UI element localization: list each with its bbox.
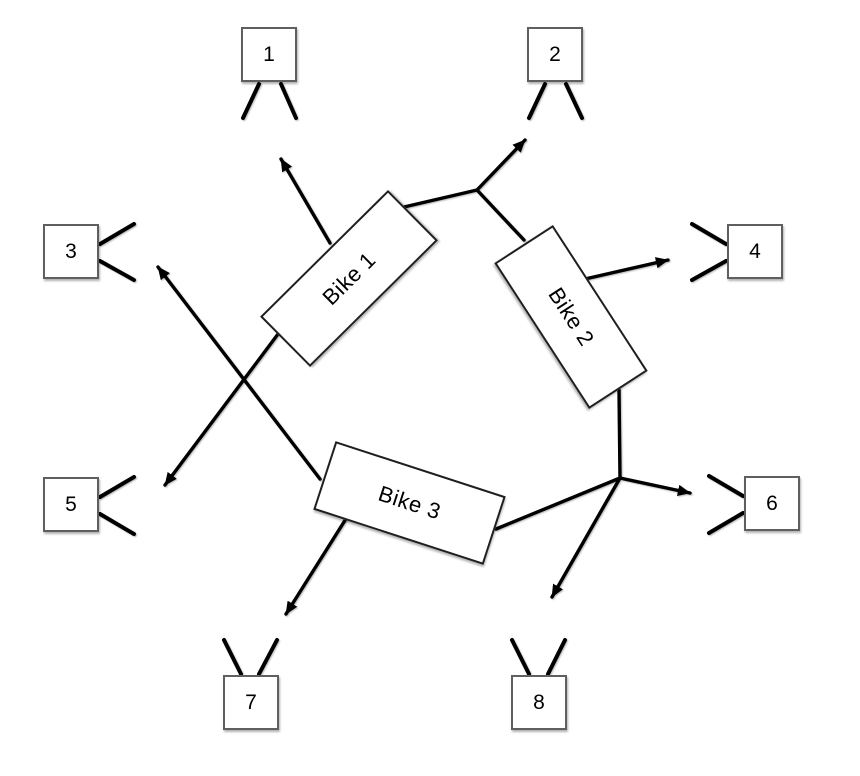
arrow-junction-to-cam6 (618, 476, 692, 497)
camera-1-legs-icon (241, 82, 298, 120)
arrow-bike2-to-cam4 (583, 257, 670, 281)
camera-label: 1 (263, 43, 275, 66)
camera-label: 2 (549, 43, 561, 66)
arrow-junction-to-cam8 (550, 476, 622, 599)
camera-5-legs-icon (98, 475, 136, 536)
camera-label: 5 (65, 493, 77, 516)
camera-node-5: 5 (43, 477, 99, 532)
camera-8-legs-icon (510, 638, 567, 676)
camera-node-1: 1 (241, 27, 297, 82)
camera-label: 4 (749, 240, 761, 263)
arrow-bike1-to-cam5 (163, 332, 280, 487)
camera-node-7: 7 (223, 675, 279, 730)
camera-7-legs-icon (222, 638, 279, 676)
camera-label: 6 (766, 492, 778, 515)
arrow-bike2-down-stem (617, 388, 622, 480)
camera-2-legs-icon (527, 82, 584, 120)
arrow-bike2-merge-to-cam2 (475, 188, 526, 242)
camera-label: 3 (65, 240, 77, 263)
arrow-bike3-to-cam3 (156, 265, 322, 481)
camera-6-legs-icon (707, 474, 745, 535)
camera-label: 8 (533, 691, 545, 714)
bike-label: Bike 3 (375, 480, 445, 525)
arrow-bike1-to-cam1 (279, 157, 332, 245)
arrow-bike3-merge-to-cam6 (494, 476, 622, 531)
camera-label: 7 (245, 691, 257, 714)
arrow-bike1-to-cam2 (402, 138, 527, 209)
camera-4-legs-icon (690, 222, 728, 282)
camera-node-3: 3 (43, 224, 99, 279)
camera-node-6: 6 (744, 476, 800, 531)
bike-label: Bike 2 (543, 283, 600, 351)
camera-3-legs-icon (98, 222, 136, 282)
camera-node-4: 4 (727, 224, 783, 279)
camera-node-2: 2 (527, 27, 583, 82)
bike-label: Bike 1 (317, 246, 381, 310)
arrow-bike3-to-cam7 (284, 512, 351, 616)
camera-node-8: 8 (511, 675, 567, 730)
